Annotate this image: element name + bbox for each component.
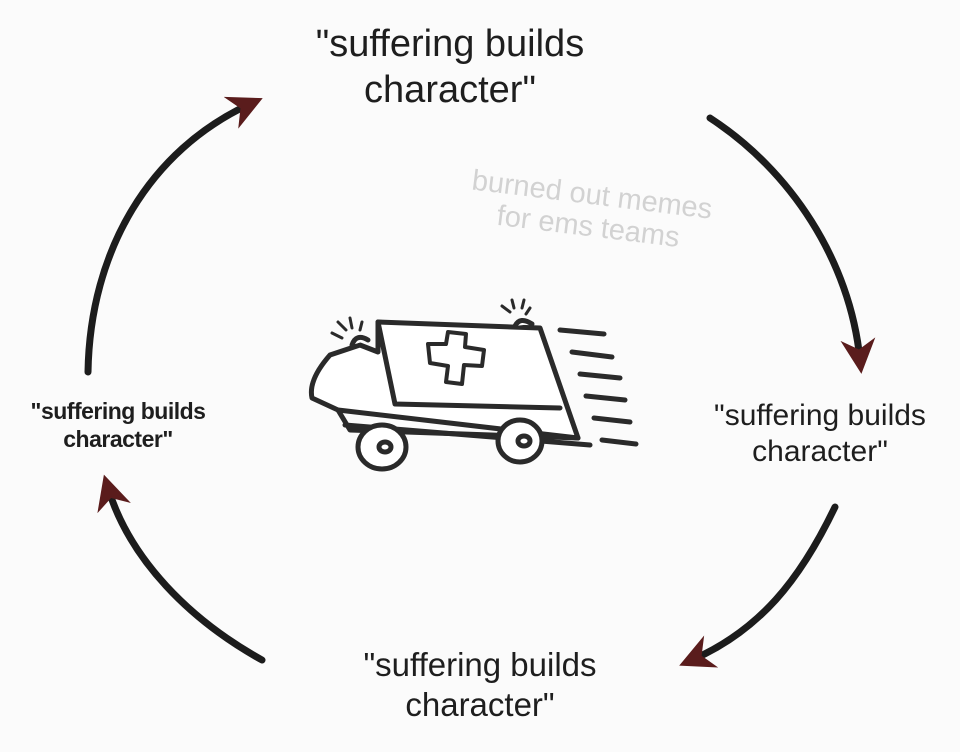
arrow-right-to-bottom (679, 503, 839, 668)
label-line-2: character" (364, 68, 536, 111)
label-line-2: character" (405, 685, 555, 723)
ambulance-icon (308, 298, 639, 472)
label-line-1: "suffering builds (315, 23, 585, 65)
cycle-label-left: "suffering builds character" (0, 398, 236, 453)
cycle-label-top: "suffering builds character" (250, 22, 650, 113)
cycle-label-right: "suffering builds character" (680, 398, 960, 470)
arrow-left-to-top (84, 96, 263, 376)
label-line-1: "suffering builds (30, 398, 206, 424)
label-line-2: character" (63, 425, 173, 452)
arrow-top-to-right (706, 114, 876, 374)
label-line-2: character" (752, 435, 888, 468)
cycle-label-bottom: "suffering builds character" (300, 645, 660, 724)
label-line-1: "suffering builds (363, 646, 597, 683)
label-line-1: "suffering builds (714, 399, 926, 432)
arrow-bottom-to-left (97, 474, 266, 664)
